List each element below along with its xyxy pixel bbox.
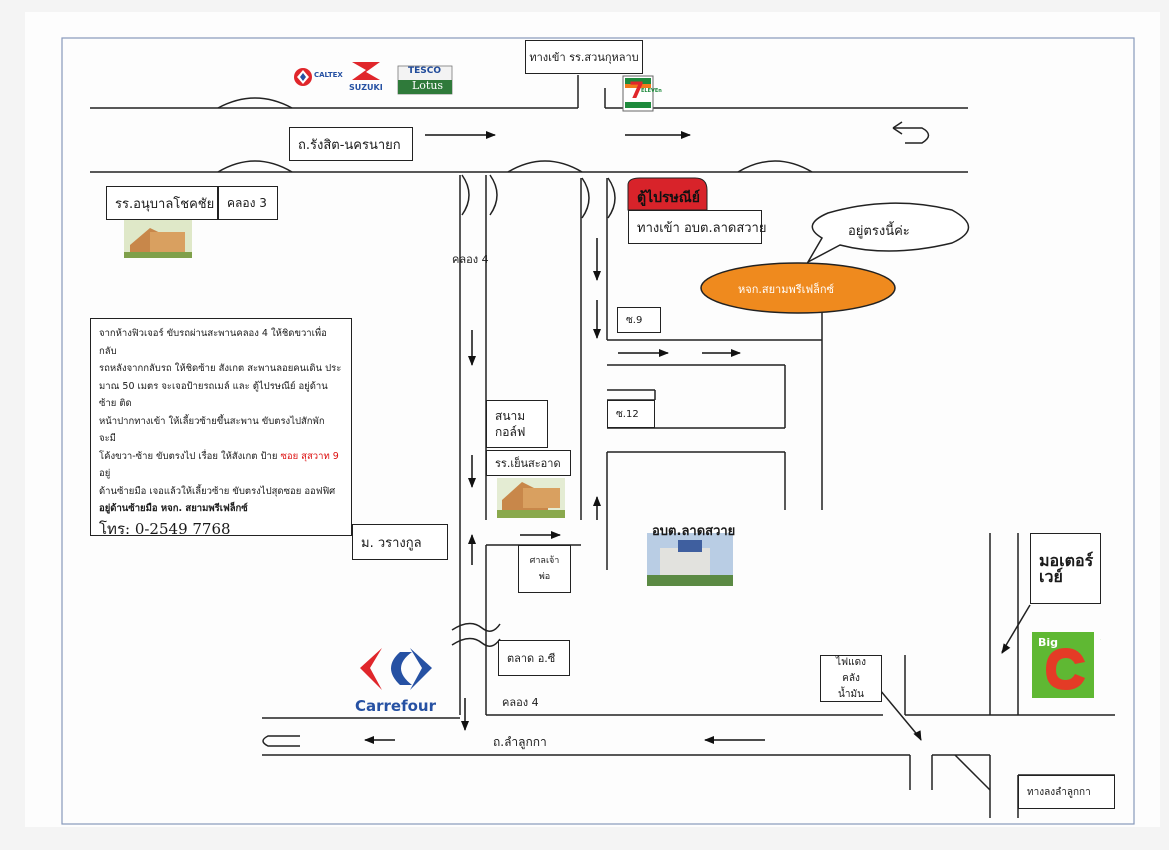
big-c-c-text: C [1100,640,1101,641]
map-frame [61,37,1135,825]
directions-highlight: ซอย สุสวาท 9 [280,450,339,462]
directions-line-1: จากห้างฟิวเจอร์ ขับรถผ่านสะพานคลอง 4 ให้… [99,328,327,357]
soi9-label: ซ.9 [617,307,661,333]
eleven-text: ELEVEn [641,88,662,94]
motorway-label: มอเตอร์ เวย์ [1030,533,1101,604]
khlong4-top-label: คลอง 4 [452,253,489,266]
seven-number: 7 [629,79,645,104]
directions-note: จากห้างฟิวเจอร์ ขับรถผ่านสะพานคลอง 4 ให้… [90,318,352,538]
directions-line-4: หน้าปากทางเข้า ให้เลี้ยวซ้ายขึ้นสะพาน ขั… [99,415,325,445]
post-box-icon [627,177,708,211]
directions-line-5b: อยู่ [99,468,111,479]
company-name-label[interactable]: หจก.สยามพรีเฟล็กซ์ [738,283,835,296]
post-box-label: ตู้ไปรษณีย์ [637,190,700,206]
carrefour-logo [360,648,432,690]
directions-line-7: อยู่ด้านซ้ายมือ หจก. สยามพรีเฟล็กซ์ [99,503,248,514]
speech-bubble [806,202,970,264]
suzuki-text: SUZUKI [349,83,383,92]
obt-label: อบต.ลาดสวาย [652,524,736,539]
school-anuban-photo [124,220,192,258]
carrefour-text: Carrefour [355,697,437,715]
big-c-big-text: Big [1038,636,1059,649]
seven-eleven-logo [622,75,654,112]
caltex-logo [294,68,312,86]
big-c-logo [1032,632,1094,698]
directions-line-2: รถหลังจากกลับรถ ให้ชิดซ้าย สังเกต สะพานล… [99,363,342,374]
directions-line-5a: โค้งขวา-ซ้าย ขับตรงไป เรื่อย ให้สังเกต ป… [99,450,281,462]
village-label: ม. วรางกูล [352,524,448,560]
road-rangsit-label: ถ.รังสิต-นครนายก [289,127,413,161]
traffic-light-label: ไฟแดงคลัง น้ำมัน [820,655,882,702]
school-yen-sa-ard-photo [497,478,565,518]
market-label: ตลาด อ.ซี [498,640,570,676]
directions-line-6: ด้านซ้ายมือ เจอแล้วให้เลี้ยวซ้าย ขับตรงไ… [99,485,336,497]
directions-line-3: มาณ 50 เมตร จะเจอป้ายรถเมล์ และ ตู้ไปรษณ… [99,380,328,410]
tesco-lotus-logo [397,65,453,95]
company-location-oval[interactable] [700,262,896,314]
entrance-school-label: ทางเข้า รร.สวนกุหลาบ [525,40,643,74]
shrine-label: ศาลเจ้า พ่อ [518,545,571,593]
to-lamlukka-label: ทางลงลำลูกกา [1018,775,1115,809]
khlong3-label: คลอง 3 [218,186,278,220]
obt-building-photo [647,533,733,586]
golf-course-label: สนาม กอล์ฟ [486,400,548,448]
soi12-label: ซ.12 [607,400,655,428]
tesco-text: TESCO [408,66,442,76]
entrance-obt-label: ทางเข้า อบต.ลาดสวาย [628,210,766,244]
road-lamlukka-label: ถ.ลำลูกกา [493,735,547,749]
we-are-here-label: อยู่ตรงนี้ค่ะ [848,224,910,239]
khlong4-bottom-label: คลอง 4 [502,696,539,709]
school-anuban-label: รร.อนุบาลโชคชัย [106,186,218,220]
directions-line-5: โค้งขวา-ซ้าย ขับตรงไป เรื่อย ให้สังเกต ป… [99,448,343,483]
school-yen-sa-ard-label: รร.เย็นสะอาด [486,450,571,476]
phone-number: โทร: 0-2549 7768 [99,519,231,538]
suzuki-logo [352,62,380,80]
caltex-text: CALTEX [314,71,343,79]
lotus-text: Lotus [412,79,444,92]
